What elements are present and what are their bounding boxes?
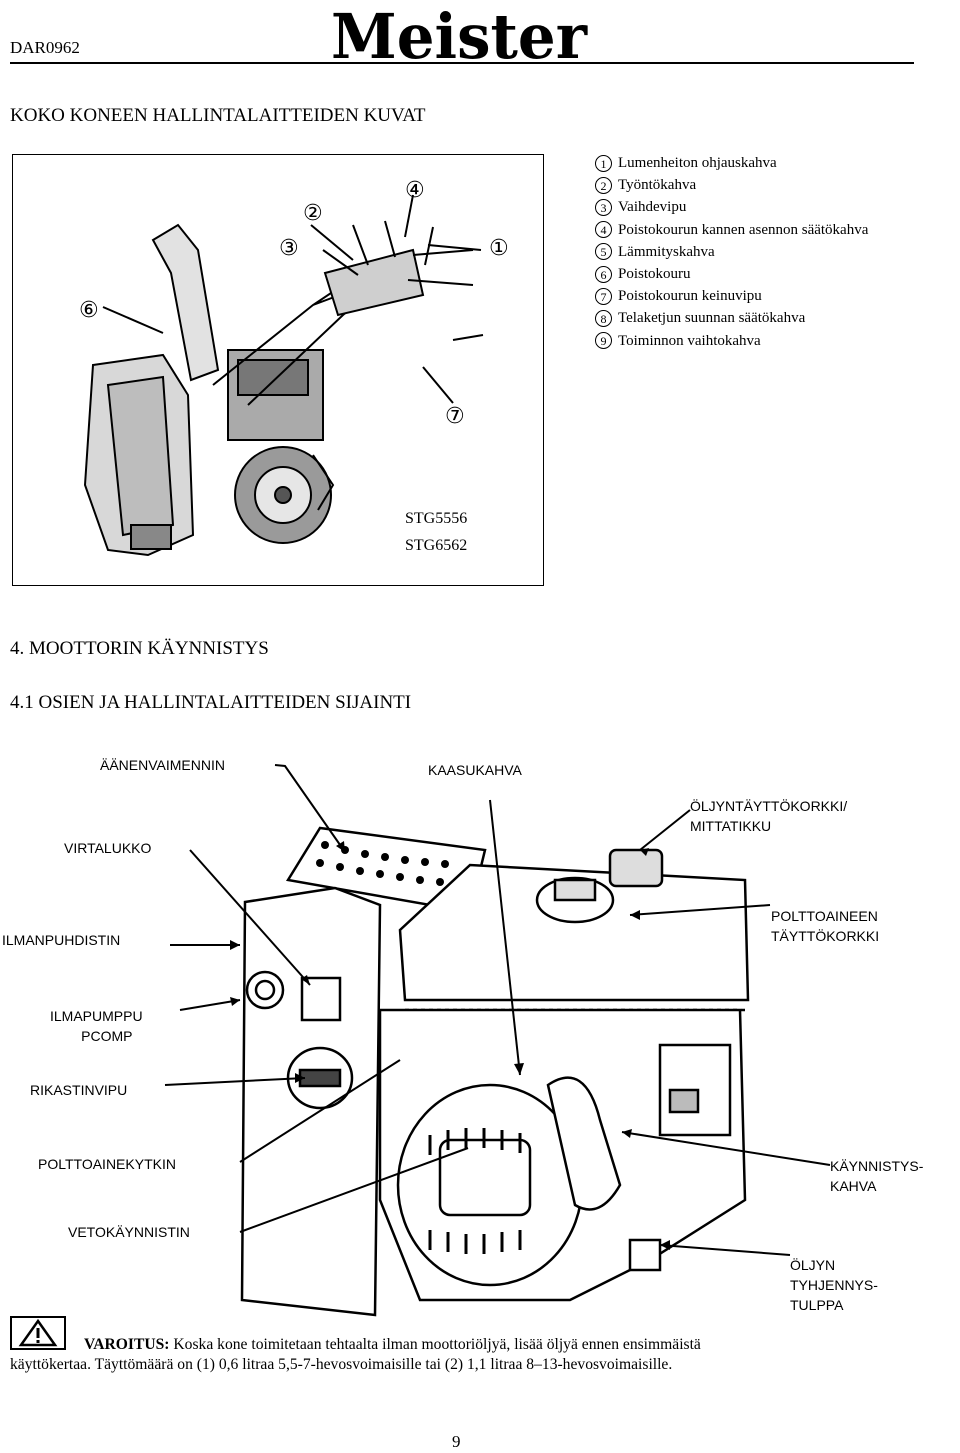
legend-text: Vaihdevipu xyxy=(618,199,687,216)
legend-number: 2 xyxy=(595,176,612,194)
legend-text: Lämmityskahva xyxy=(618,243,715,260)
label-throttle: KAASUKAHVA xyxy=(428,762,522,778)
label-fuel-cap: POLTTOAINEEN TÄYTTÖKORKKI xyxy=(771,908,880,944)
warning-text: VAROITUS: Koska kone toimitetaan tehtaal… xyxy=(84,1334,912,1356)
label-choke-lever: RIKASTINVIPU xyxy=(30,1082,128,1098)
label-fuel-switch: POLTTOAINEKYTKIN xyxy=(38,1156,176,1172)
callout-1: ① xyxy=(489,236,509,261)
meister-logo: Meister xyxy=(331,2,588,66)
model-number-1: STG5556 xyxy=(405,510,468,527)
legend-text: Poistokourun kannen asennon säätökahva xyxy=(618,221,869,238)
legend-item: 5 Lämmityskahva xyxy=(595,241,868,263)
legend-number: 3 xyxy=(595,199,612,216)
snowblower-figure: ⑥ ③ ② ④ ① ⑦ xyxy=(12,154,544,586)
legend-text: Telaketjun suunnan säätökahva xyxy=(618,310,806,327)
warning-label: VAROITUS: xyxy=(84,1336,170,1353)
legend-item: 4 Poistokourun kannen asennon säätökahva xyxy=(595,219,868,241)
legend-item: 3 Vaihdevipu xyxy=(595,196,868,218)
legend-number: 7 xyxy=(595,287,612,305)
label-ignition-switch: VIRTALUKKO xyxy=(64,840,152,856)
legend-number: 6 xyxy=(595,265,612,283)
callout-7: ⑦ xyxy=(445,404,465,429)
legend-number: 9 xyxy=(595,332,612,350)
label-start-handle: KÄYNNISTYS- KAHVA xyxy=(830,1158,924,1194)
label-oil-drain-plug: ÖLJYN TYHJENNYS- TULPPA xyxy=(790,1257,878,1313)
model-number-2: STG6562 xyxy=(405,537,468,554)
label-recoil-starter: VETOKÄYNNISTIN xyxy=(68,1224,190,1240)
callout-4: ④ xyxy=(405,178,425,203)
legend-number: 4 xyxy=(595,221,612,239)
brand-wordmark: Meister xyxy=(331,2,588,66)
legend-text: Poistokourun keinuvipu xyxy=(618,288,762,305)
legend-item: 2 Työntökahva xyxy=(595,174,868,196)
callout-3: ③ xyxy=(279,236,299,261)
section-title-parts-location: 4.1 OSIEN JA HALLINTALAITTEIDEN SIJAINTI xyxy=(10,692,412,713)
header-rule xyxy=(10,62,914,64)
engine-diagram xyxy=(164,764,831,1317)
snowblower-illustration: ⑥ ③ ② ④ ① ⑦ xyxy=(79,178,509,557)
section-title-engine-start: 4. MOOTTORIN KÄYNNISTYS xyxy=(10,638,269,659)
legend-number: 8 xyxy=(595,310,612,328)
page-number: 9 xyxy=(452,1432,461,1451)
warning-line-2: käyttökertaa. Täyttömäärä on (1) 0,6 lit… xyxy=(10,1356,673,1373)
legend-text: Lumenheiton ohjauskahva xyxy=(618,155,777,171)
legend-item: 1 Lumenheiton ohjauskahva xyxy=(595,152,868,174)
section-title-controls: KOKO KONEEN HALLINTALAITTEIDEN KUVAT xyxy=(10,105,426,126)
callout-6: ⑥ xyxy=(79,298,99,323)
document-code: DAR0962 xyxy=(10,38,80,57)
label-air-filter: ILMANPUHDISTIN xyxy=(2,932,121,948)
legend-item: 6 Poistokouru xyxy=(595,263,868,285)
legend-number: 1 xyxy=(595,154,612,172)
legend-text: Toiminnon vaihtokahva xyxy=(618,332,761,349)
legend-item: 9 Toiminnon vaihtokahva xyxy=(595,330,868,352)
legend-number: 5 xyxy=(595,243,612,261)
legend-item: 8 Telaketjun suunnan säätökahva xyxy=(595,307,868,329)
callout-2: ② xyxy=(303,201,323,226)
warning-line-1: Koska kone toimitetaan tehtaalta ilman m… xyxy=(173,1336,701,1353)
legend-item: 7 Poistokourun keinuvipu xyxy=(595,285,868,307)
label-muffler: ÄÄNENVAIMENNIN xyxy=(100,757,225,773)
warning-icon xyxy=(10,1316,66,1350)
legend-text: Poistokouru xyxy=(618,266,691,283)
label-oil-cap: ÖLJYNTÄYTTÖKORKKI/ MITTATIKKU xyxy=(690,798,848,834)
label-primer: ILMAPUMPPU PCOMP xyxy=(50,1008,143,1044)
legend-text: Työntökahva xyxy=(618,177,697,194)
